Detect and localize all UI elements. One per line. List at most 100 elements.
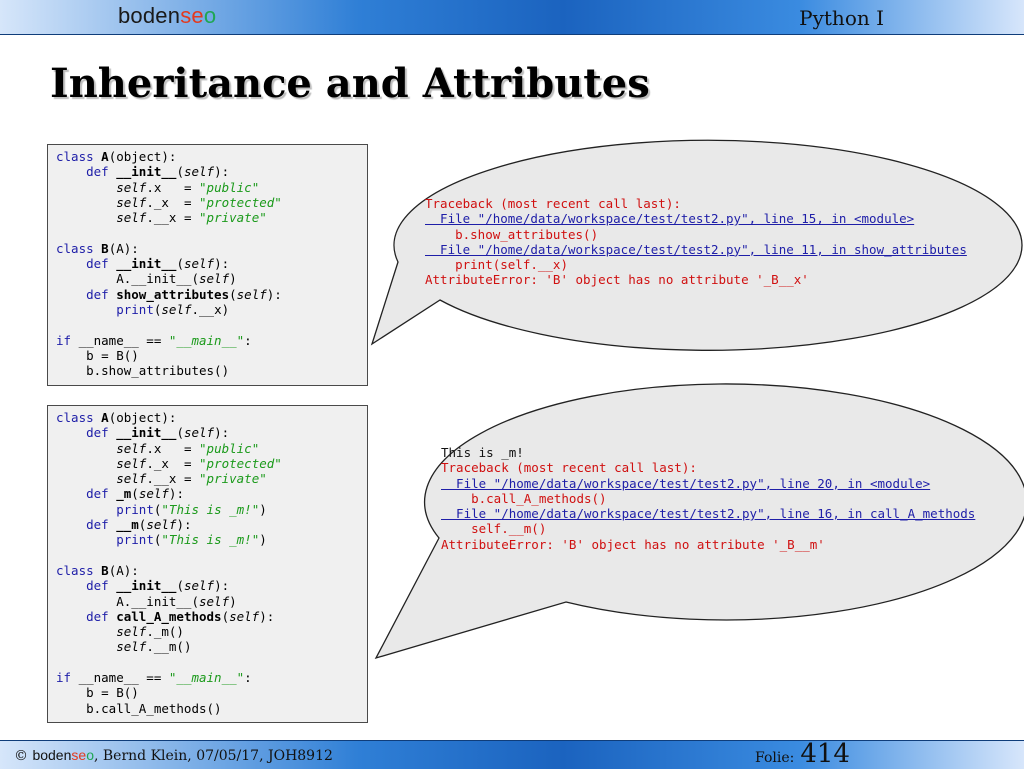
code-token: ( (176, 164, 184, 180)
code-token: (object): (108, 149, 177, 164)
code-token: __init__ (116, 425, 177, 441)
bodenseo-logo: bodenseo (118, 3, 216, 29)
code-token: .__x = (146, 471, 200, 487)
code-token: ): (266, 286, 282, 302)
code-token: "__main__" (168, 332, 245, 348)
header-bar: bodenseo Python I (0, 0, 1024, 35)
code-token: class (56, 562, 102, 578)
code-token: : (244, 332, 252, 348)
code-token (56, 164, 86, 179)
code-token: ) (259, 501, 267, 517)
slide-title: Inheritance and Attributes (50, 60, 650, 107)
code-token: ( (153, 532, 162, 548)
course-title: Python I (799, 6, 884, 30)
code-token: "protected" (199, 194, 282, 210)
code-token: .__m() (146, 639, 192, 655)
code-token: self (146, 517, 177, 533)
code-token: ( (221, 608, 230, 624)
traceback-line: File "/home/data/workspace/test/test2.py… (425, 241, 967, 257)
code-line: def call_A_methods(self): (56, 609, 359, 624)
code-token: def (86, 286, 117, 302)
code-token: def (86, 256, 117, 272)
code-token: ): (214, 164, 230, 180)
code-line: self.x = "public" (56, 180, 359, 195)
code-token: b = B() (56, 347, 139, 363)
code-token: B (101, 240, 109, 256)
code-token: class (56, 410, 102, 425)
code-line (56, 317, 359, 332)
code-token (56, 532, 116, 547)
code-token: "protected" (199, 455, 282, 471)
code-line: self._x = "protected" (56, 195, 359, 210)
code-token (56, 609, 86, 624)
logo-text-boden: boden (118, 3, 181, 28)
code-token: .__x = (146, 210, 200, 226)
code-token: class (56, 149, 102, 164)
code-line: self._m() (56, 624, 359, 639)
code-token (56, 639, 116, 654)
code-line: class A(object): (56, 149, 359, 164)
code-line: def __init__(self): (56, 256, 359, 271)
code-token: A (101, 410, 109, 425)
code-token: ): (214, 578, 230, 594)
code-token: self (229, 608, 260, 624)
code-line: class B(A): (56, 563, 359, 578)
code-line: A.__init__(self) (56, 594, 359, 609)
code-token (56, 486, 86, 501)
traceback-output-2: This is _m!Traceback (most recent call l… (441, 445, 975, 552)
code-block-show-attributes: class A(object): def __init__(self): sel… (47, 144, 368, 386)
code-line: def show_attributes(self): (56, 287, 359, 302)
traceback-line: AttributeError: 'B' object has no attrib… (441, 536, 825, 552)
traceback-output-1: Traceback (most recent call last): File … (425, 196, 967, 288)
code-token: def (86, 486, 117, 502)
code-token: (A): (108, 562, 139, 578)
code-token: .x = (146, 440, 200, 456)
code-line: b.call_A_methods() (56, 701, 359, 716)
code-token: __init__ (116, 256, 177, 272)
code-token: ): (259, 608, 275, 624)
footer-logo-text-o: o (86, 747, 94, 763)
code-token: b = B() (56, 685, 139, 701)
code-token: ): (168, 486, 184, 502)
speech-bubble-1 (370, 139, 1023, 351)
code-token: show_attributes (116, 286, 230, 302)
code-token: .__x) (191, 301, 230, 317)
logo-text-o: o (203, 3, 217, 28)
code-token: "public" (199, 179, 260, 195)
traceback-line: b.call_A_methods() (441, 490, 607, 506)
code-line: self.__x = "private" (56, 471, 359, 486)
code-token: ( (176, 425, 184, 441)
code-token: b.show_attributes() (56, 363, 230, 379)
code-token: __name__ == (78, 332, 169, 348)
code-token (56, 256, 86, 271)
code-token: self (116, 440, 147, 456)
code-token: class (56, 240, 102, 256)
traceback-line: print(self.__x) (425, 257, 568, 273)
code-token: "__main__" (168, 670, 245, 686)
code-line: def __init__(self): (56, 164, 359, 179)
code-token: if (56, 332, 79, 348)
code-token: self (116, 455, 147, 471)
code-token: print (116, 301, 154, 317)
code-line (56, 225, 359, 240)
code-token: (object): (108, 410, 177, 425)
code-token: b.call_A_methods() (56, 700, 222, 716)
code-token: self (138, 486, 169, 502)
code-token: ._x = (146, 194, 200, 210)
code-token: self (183, 425, 215, 441)
code-line: def __init__(self): (56, 578, 359, 593)
code-token: self (199, 593, 230, 609)
code-token: A.__init__( (56, 593, 199, 609)
code-token: ( (176, 256, 184, 272)
code-token: self (116, 194, 147, 210)
code-token: def (86, 578, 117, 594)
code-token (56, 180, 116, 195)
code-token: "public" (199, 440, 260, 456)
code-token (56, 195, 116, 210)
code-token: __init__ (116, 578, 177, 594)
code-token: self (116, 210, 147, 226)
code-token: ) (229, 271, 237, 287)
code-token: __init__ (116, 164, 177, 180)
speech-bubble-2 (374, 383, 1024, 660)
code-token (56, 425, 86, 440)
